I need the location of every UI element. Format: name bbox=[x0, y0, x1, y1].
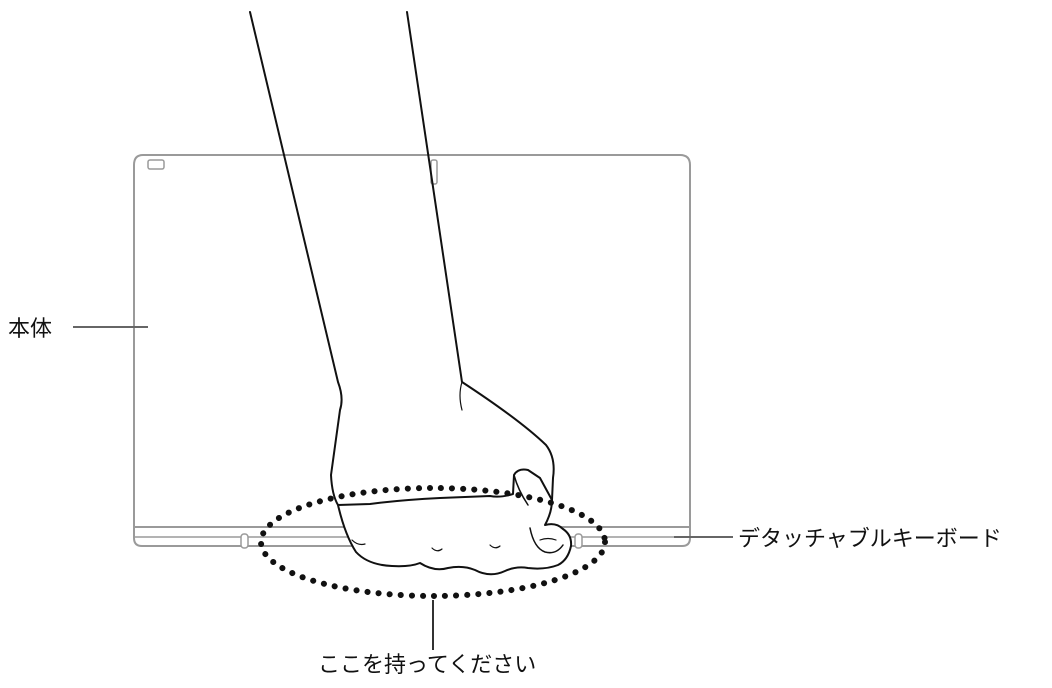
camera-icon bbox=[147, 159, 165, 170]
body-label: 本体 bbox=[8, 317, 53, 342]
grip-area-marker bbox=[258, 485, 608, 599]
latch-left-icon bbox=[240, 533, 249, 549]
hand-illustration bbox=[249, 11, 573, 576]
keyboard-label: デタッチャブルキーボード bbox=[738, 527, 1002, 552]
latch-right-icon bbox=[574, 533, 583, 549]
tablet-body bbox=[133, 154, 691, 528]
hold-here-label: ここを持ってください bbox=[318, 653, 537, 678]
